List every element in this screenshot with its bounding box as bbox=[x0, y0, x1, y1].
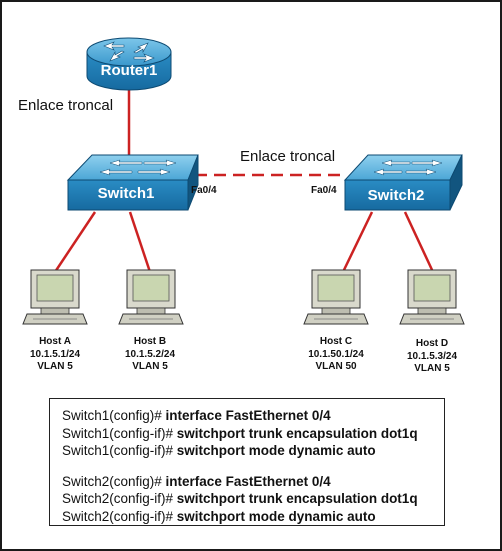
host-ip: 10.1.5.1/24 bbox=[29, 348, 81, 360]
host-a-computer-icon bbox=[22, 269, 88, 325]
switch1-port-label: Fa0/4 bbox=[191, 185, 217, 196]
config-line: Switch1(config-if)# switchport mode dyna… bbox=[62, 442, 444, 460]
config-line: Switch2(config-if)# switchport mode dyna… bbox=[62, 508, 444, 526]
config-prompt: Switch1(config-if)# bbox=[62, 425, 177, 441]
switch1-hostA-link bbox=[53, 211, 97, 273]
host-name: Host A bbox=[39, 336, 71, 347]
host-name: Host C bbox=[319, 336, 353, 347]
host-c-computer-icon bbox=[303, 269, 369, 325]
config-command: switchport trunk encapsulation dot1q bbox=[176, 491, 418, 506]
config-line: Switch1(config-if)# switchport trunk enc… bbox=[62, 425, 444, 443]
config-command: interface FastEthernet 0/4 bbox=[165, 408, 331, 423]
config-command: switchport mode dynamic auto bbox=[176, 443, 376, 458]
switch2-hostC-link bbox=[341, 211, 374, 273]
router1-label: Router1 bbox=[100, 62, 158, 79]
config-box: Switch1(config)# interface FastEthernet … bbox=[49, 398, 445, 526]
host-c-info: Host C 10.1.50.1/24 VLAN 50 bbox=[291, 336, 381, 374]
host-name: Host D bbox=[415, 338, 449, 349]
links bbox=[53, 90, 435, 273]
host-vlan: VLAN 5 bbox=[37, 361, 73, 372]
host-name: Host B bbox=[133, 336, 167, 347]
config-prompt: Switch2(config-if)# bbox=[62, 491, 177, 506]
host-a-info: Host A 10.1.5.1/24 VLAN 5 bbox=[10, 336, 100, 374]
host-ip: 10.1.5.2/24 bbox=[124, 348, 176, 360]
router-icon bbox=[86, 37, 172, 91]
host-b-computer-icon bbox=[118, 269, 184, 325]
config-prompt: Switch1(config-if)# bbox=[62, 443, 177, 458]
switch2-label: Switch2 bbox=[367, 187, 425, 204]
switch2-icon bbox=[343, 154, 463, 211]
config-line: Switch2(config)# interface FastEthernet … bbox=[62, 473, 444, 491]
switch-trunk-label: Enlace troncal bbox=[240, 148, 336, 165]
config-command: interface FastEthernet 0/4 bbox=[165, 473, 331, 489]
config-command: switchport mode dynamic auto bbox=[176, 508, 376, 524]
config-line: Switch2(config-if)# switchport trunk enc… bbox=[62, 490, 444, 508]
config-line: Switch1(config)# interface FastEthernet … bbox=[62, 407, 444, 425]
switch2-hostD-link bbox=[403, 211, 435, 273]
config-command: switchport trunk encapsulation dot1q bbox=[176, 425, 418, 441]
config-spacer bbox=[62, 460, 444, 473]
switch2-port-label: Fa0/4 bbox=[311, 185, 337, 196]
host-d-info: Host D 10.1.5.3/24 VLAN 5 bbox=[387, 338, 477, 376]
host-ip: 10.1.5.3/24 bbox=[406, 350, 458, 362]
host-vlan: VLAN 50 bbox=[315, 361, 357, 372]
host-b-info: Host B 10.1.5.2/24 VLAN 5 bbox=[105, 336, 195, 374]
host-vlan: VLAN 5 bbox=[414, 363, 450, 374]
switch1-hostB-link bbox=[128, 211, 152, 273]
host-ip: 10.1.50.1/24 bbox=[308, 348, 364, 360]
config-prompt: Switch1(config)# bbox=[62, 408, 166, 423]
switch1-icon bbox=[66, 154, 199, 211]
host-vlan: VLAN 5 bbox=[132, 361, 168, 372]
router-trunk-label: Enlace troncal bbox=[18, 97, 114, 114]
host-d-computer-icon bbox=[399, 269, 465, 325]
config-prompt: Switch2(config-if)# bbox=[62, 508, 177, 524]
switch1-label: Switch1 bbox=[97, 185, 155, 202]
config-prompt: Switch2(config)# bbox=[62, 473, 166, 489]
